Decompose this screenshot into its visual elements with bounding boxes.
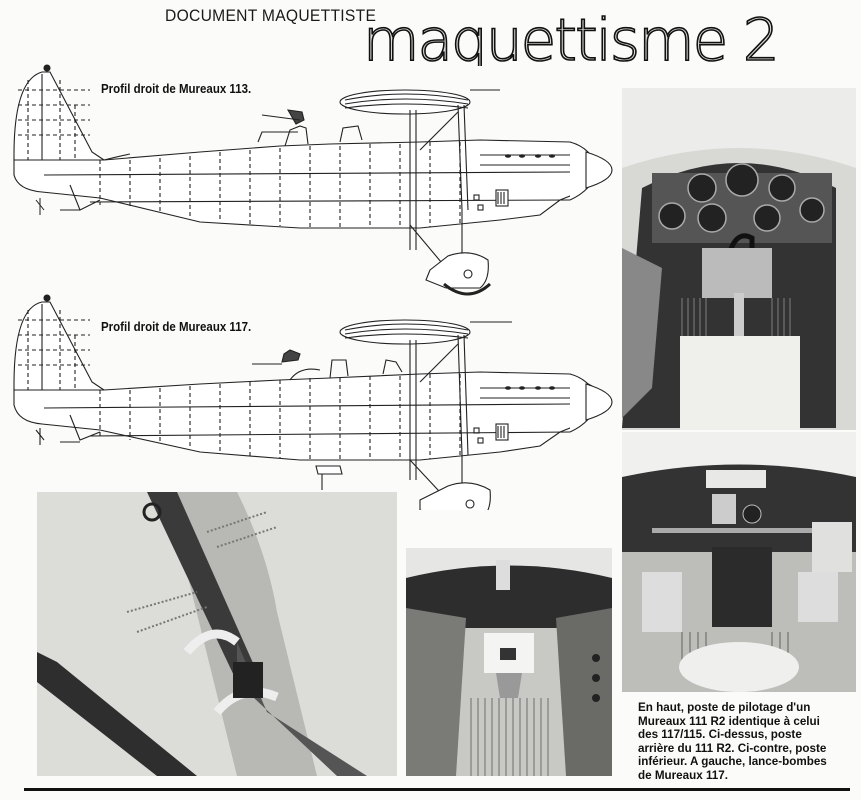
magazine-logo-text: maquettisme 2: [363, 6, 778, 66]
caption-line: En haut, poste de pilotage d'un: [638, 700, 811, 714]
section-label: DOCUMENT MAQUETTISTE: [165, 6, 377, 25]
magazine-logo: maquettisme 2: [363, 6, 780, 66]
photo-pilot-cockpit: [622, 88, 856, 430]
caption-line: arrière du 111 R2. Ci-contre, poste: [638, 740, 827, 755]
caption-line: Mureaux 111 R2 identique à celui: [638, 713, 820, 728]
caption-line: de Mureaux 117.: [638, 767, 728, 782]
caption-line: des 117/115. Ci-dessus, poste: [638, 727, 802, 742]
profile-label-117: Profil droit de Mureaux 117.: [101, 320, 252, 334]
photo-bomb-rack: [37, 492, 397, 776]
bottom-rule-divider: [24, 788, 850, 791]
photo-caption: En haut, poste de pilotage d'un Mureaux …: [638, 700, 847, 783]
aircraft-profile-117-drawing: [13, 294, 613, 510]
aircraft-profile-113-drawing: [13, 64, 613, 296]
profile-label-113: Profil droit de Mureaux 113.: [101, 82, 252, 96]
photo-lower-station: [406, 548, 612, 776]
caption-line: inférieur. A gauche, lance-bombes: [638, 754, 827, 769]
photo-rear-cockpit: [622, 432, 856, 692]
